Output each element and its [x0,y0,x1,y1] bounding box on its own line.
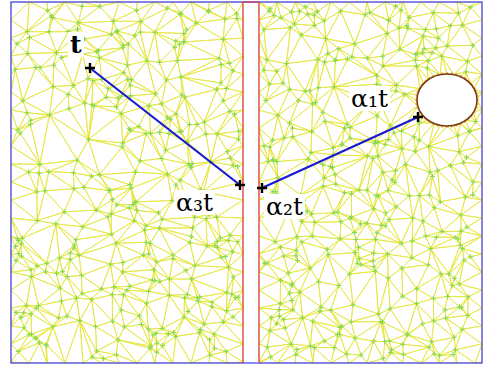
ray-path [90,68,240,185]
point-label: α₁t [349,86,390,111]
mesh-triangles [11,2,243,363]
mesh-node-cross [261,4,478,361]
point-label: t [68,32,84,57]
crack-face [242,2,243,363]
crack-face [243,1,259,2]
point-label: α₃t [174,190,215,215]
point-marker [85,63,423,193]
mesh-group [11,2,482,363]
hole-outline [417,74,477,126]
mesh-triangles [259,2,482,363]
domain-border [11,2,482,363]
crack-face [258,2,259,363]
mesh-node-cross [13,4,241,361]
hole-node-cross [415,72,479,128]
ray-path [262,117,418,188]
point-label: α₂t [264,194,305,219]
